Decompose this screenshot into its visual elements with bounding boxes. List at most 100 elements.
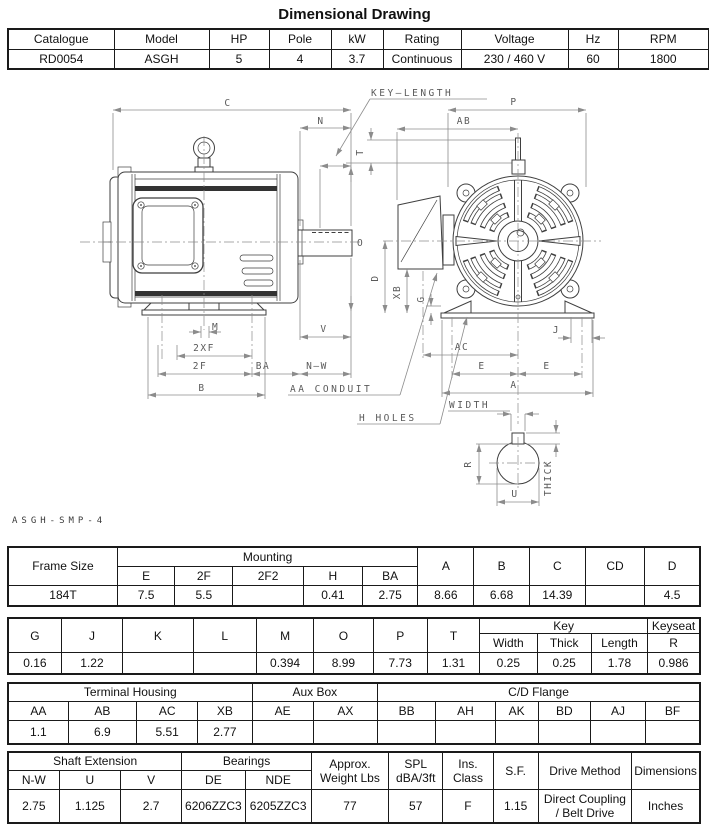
value-row: 2.75 1.125 2.7 6206ZZC3 6205ZZC3 77 57 F… [7,789,701,823]
cell: 5.51 [136,720,199,744]
col-header: AH [435,701,496,721]
fan-guard-vents [459,182,577,300]
cell: 7.73 [372,652,428,674]
col-header: K [122,617,194,653]
dim-label-j: J [553,325,560,336]
cell [232,584,304,607]
col-header: U [58,770,121,790]
dim-label-c: C [224,98,231,109]
dim-label-ba: BA [256,361,270,372]
cell: Direct Coupling / Belt Drive [537,789,633,823]
col-header: Approx. Weight Lbs [310,751,390,790]
spec-value-row: RD0054 ASGH 5 4 3.7 Continuous 230 / 460… [7,48,709,70]
dim-label-u: U [511,489,518,500]
cell: 0.16 [7,652,62,674]
shaft-extension-table: Shaft Extension Bearings Approx. Weight … [7,750,701,824]
page-title: Dimensional Drawing [278,6,431,23]
motor-front-view [383,133,601,424]
value-row: 184T 7.5 5.5 0.41 2.75 8.66 6.68 14.39 4… [7,584,701,607]
cell: 1800 [617,48,709,70]
dim-label-xb: XB [392,285,403,299]
dim-label-v: V [320,324,327,335]
dim-label-n: N [317,116,324,127]
cell: 1.78 [590,652,649,674]
col-header: Thick [536,633,592,653]
col-header: O [313,617,374,653]
col-header: C [528,546,586,586]
cell: 1.1 [7,720,69,744]
cell: 4.5 [644,584,701,607]
cell: 3.7 [330,48,384,70]
group-header: Terminal Housing [7,682,253,702]
header-row: Shaft Extension Bearings Approx. Weight … [7,751,701,790]
cell: 6206ZZC3 [181,789,246,823]
col-header: P [372,617,428,653]
cell: 2.77 [197,720,253,744]
motor-side-view [80,136,362,380]
col-header: 2F2 [232,565,304,586]
col-header: AC [136,701,199,721]
col-header: RPM [617,28,709,50]
housing-table: Terminal Housing Aux Box C/D Flange AA A… [7,681,701,745]
cell [589,720,647,744]
cell: RD0054 [7,48,115,70]
dim-label-d: D [370,274,381,281]
col-header: Model [113,28,210,50]
cell: 1.31 [426,652,481,674]
col-header: DE [181,770,246,790]
cell: 6205ZZC3 [244,789,312,823]
dim-label-e-left: E [478,361,485,372]
dim-label-g: G [416,295,427,302]
side-view-dimensions: C N KEY—LENGTH T O V M 2XF [112,88,517,399]
cell: 8.66 [417,584,475,607]
col-header: NDE [244,770,312,790]
cell: Continuous [382,48,462,70]
dim-label-2f: 2F [193,361,207,372]
col-header: Length [590,633,649,653]
cell: 0.25 [536,652,592,674]
cell [537,720,591,744]
col-header: kW [330,28,384,50]
cell: 4 [268,48,332,70]
col-header: AB [67,701,138,721]
col-header: BA [361,565,419,586]
cell [584,584,646,607]
cell [251,720,314,744]
cell [122,652,194,674]
cell [435,720,496,744]
cell: 1.125 [58,789,121,823]
cell: 7.5 [116,584,176,607]
dim-label-r: R [463,460,474,467]
col-header: AX [312,701,379,721]
drawing-code: ASGH-SMP-4 [12,516,106,526]
header-row: Frame Size Mounting A B C CD D [7,546,701,586]
col-header: Rating [382,28,462,50]
cell [377,720,437,744]
col-header: A [417,546,475,586]
cell: 8.99 [313,652,374,674]
col-header: Voltage [460,28,569,50]
cell: 1.22 [60,652,124,674]
dim-label-t: T [355,148,366,155]
cell [192,652,257,674]
dim-label-nw: N—W [306,361,328,372]
col-header: R [647,633,701,653]
cell: 57 [388,789,444,823]
cell: 0.394 [255,652,315,674]
dim-label-ab: AB [457,116,471,127]
dim-label-a: A [510,380,517,391]
col-header: M [255,617,315,653]
col-header: SPL dBA/3ft [388,751,444,790]
group-header: Keyseat [647,617,701,634]
dim-label-p: P [510,97,517,108]
col-header: XB [197,701,253,721]
col-header: G [7,617,62,653]
col-header: AJ [589,701,647,721]
shaft-section-view: R U THICK [463,420,560,506]
col-header: Frame Size [7,546,118,586]
cell [312,720,379,744]
cell: F [442,789,494,823]
group-header: C/D Flange [377,682,701,702]
cell: 14.39 [528,584,586,607]
cell: 5.5 [174,584,234,607]
